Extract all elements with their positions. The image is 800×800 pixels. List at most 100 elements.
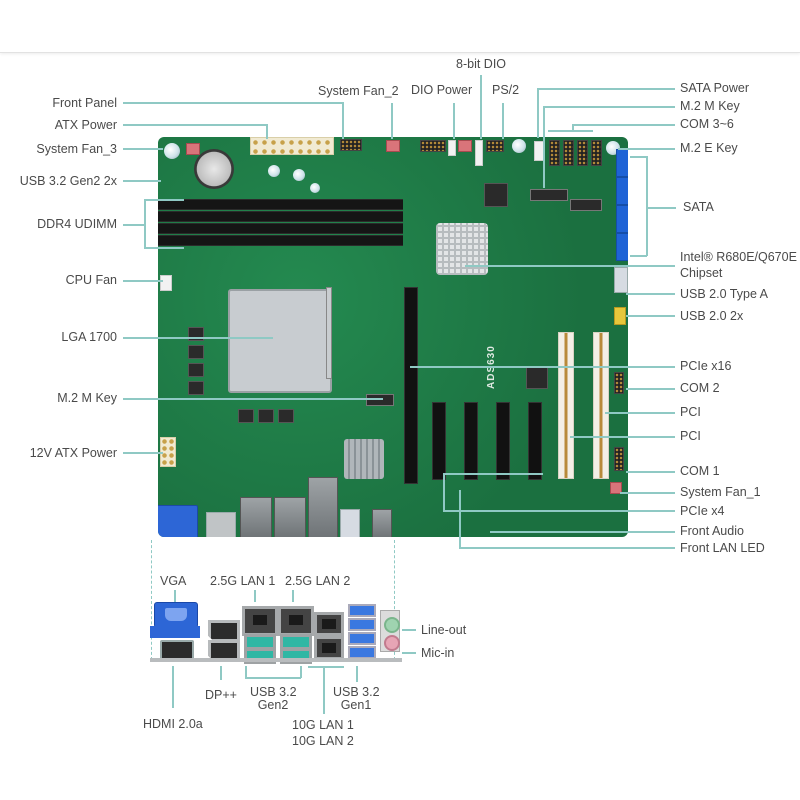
pcie-x4-slot-1 xyxy=(432,402,446,480)
lga1700-socket xyxy=(228,289,332,393)
m2-m-key-slot-right xyxy=(530,189,568,201)
m2-m-key-slot-left xyxy=(366,394,394,406)
usb32-gen1-label-line2: Gen1 xyxy=(340,698,372,712)
capacitor xyxy=(293,169,305,181)
leader-line xyxy=(572,124,574,130)
leader-line xyxy=(630,156,647,158)
leader-line xyxy=(292,590,294,602)
label-system-fan-2: System Fan_2 xyxy=(318,84,399,98)
dp-port-1 xyxy=(208,620,240,642)
lan10g-1-port xyxy=(314,612,344,636)
capacitor xyxy=(310,183,320,193)
label-pci-1: PCI xyxy=(680,405,701,419)
io-label-line-out: Line-out xyxy=(421,623,467,637)
leader-line xyxy=(300,666,302,678)
mic-in-jack xyxy=(384,635,400,651)
label-lga1700: LGA 1700 xyxy=(61,330,117,344)
io-label-usb32-gen2: USB 3.2 Gen2 xyxy=(250,685,297,712)
leader-line xyxy=(123,280,163,282)
board-usb-gen1 xyxy=(340,509,360,537)
lan25-2-port xyxy=(278,606,314,636)
lan10g-2-port xyxy=(314,636,344,660)
com2-header xyxy=(614,372,624,394)
label-chipset: Intel® R680E/Q670E Chipset xyxy=(680,249,797,281)
leader-line xyxy=(618,148,675,150)
vrm-choke xyxy=(188,381,204,395)
leader-line xyxy=(123,452,163,454)
com6-header xyxy=(591,140,602,166)
label-usb20-type-a: USB 2.0 Type A xyxy=(680,287,769,301)
leader-line xyxy=(537,88,539,138)
board-lan25-1 xyxy=(240,497,272,537)
leader-line xyxy=(543,106,675,108)
board-dp-connector xyxy=(206,512,236,537)
leader-line xyxy=(537,88,675,90)
ddr4-slot-3 xyxy=(158,223,403,234)
leader-line xyxy=(172,666,174,708)
label-m2-e-key: M.2 E Key xyxy=(680,141,738,155)
line-out-jack xyxy=(384,617,400,633)
label-pcie-x16: PCIe x16 xyxy=(680,359,732,373)
usb32-gen2-label-line2: Gen2 xyxy=(257,698,289,712)
ddr4-slot-1 xyxy=(158,199,403,210)
sata-port-1 xyxy=(616,149,628,177)
sata-port-4 xyxy=(616,233,628,261)
leader-line xyxy=(123,148,163,150)
leader-line xyxy=(220,666,222,680)
leader-line xyxy=(266,124,268,139)
label-com1: COM 1 xyxy=(680,464,720,478)
io-label-dp: DP++ xyxy=(205,688,237,702)
leader-line xyxy=(254,590,256,602)
ddr4-slot-2 xyxy=(158,211,403,222)
label-sata-power: SATA Power xyxy=(680,81,750,95)
vrm-choke xyxy=(238,409,254,423)
leader-line xyxy=(245,666,247,678)
com4-header xyxy=(563,140,574,166)
zoom-guide-right xyxy=(394,540,395,660)
leader-line xyxy=(144,199,146,248)
vga-bracket xyxy=(150,626,200,638)
usb32-gen1-port-1 xyxy=(348,604,376,617)
pcie-x4-slot-3 xyxy=(496,402,510,480)
ps2-header xyxy=(486,140,504,152)
leader-line xyxy=(402,652,416,654)
leader-line xyxy=(123,102,343,104)
io-label-usb32-gen1: USB 3.2 Gen1 xyxy=(333,686,380,712)
usb32-gen2-label-line1: USB 3.2 xyxy=(250,685,297,699)
leader-line xyxy=(144,247,184,249)
pci-slot-1 xyxy=(558,332,574,479)
leader-line xyxy=(443,473,543,475)
io-label-lan25-2: 2.5G LAN 2 xyxy=(285,574,351,588)
vga-port xyxy=(154,602,198,628)
lan10g-label-line1: 10G LAN 1 xyxy=(292,718,354,732)
label-front-panel: Front Panel xyxy=(52,96,117,110)
pcie-x16-slot xyxy=(404,287,418,484)
label-com2: COM 2 xyxy=(680,381,720,395)
system-fan-1-connector xyxy=(610,482,622,494)
label-com3-6: COM 3~6 xyxy=(680,117,734,131)
lan-controller-heatsink xyxy=(344,439,384,479)
motherboard: ADS630 xyxy=(158,137,628,537)
chipset-heatsink xyxy=(436,223,488,275)
8bit-dio-connector xyxy=(475,140,483,166)
label-system-fan-1: System Fan_1 xyxy=(680,485,761,499)
label-usb32-gen2-2x: USB 3.2 Gen2 2x xyxy=(19,174,117,188)
pcie-x4-slot-4 xyxy=(528,402,542,480)
usb32-gen1-port-3 xyxy=(348,632,376,645)
label-atx-power: ATX Power xyxy=(54,118,117,132)
lan25-1-port xyxy=(242,606,278,636)
board-vga-connector xyxy=(158,505,198,537)
leader-line xyxy=(626,388,675,390)
leader-line xyxy=(620,492,675,494)
page-header-bar xyxy=(0,0,800,53)
label-8bit-dio: 8-bit DIO xyxy=(456,57,507,71)
leader-line xyxy=(443,510,675,512)
vrm-choke xyxy=(258,409,274,423)
leader-line xyxy=(548,130,593,132)
label-m2-m-key-left: M.2 M Key xyxy=(57,391,117,405)
usb20-2x-header xyxy=(614,307,626,325)
leader-line xyxy=(490,531,675,533)
vrm-choke xyxy=(278,409,294,423)
leader-line xyxy=(308,666,344,668)
leader-line xyxy=(356,666,358,682)
